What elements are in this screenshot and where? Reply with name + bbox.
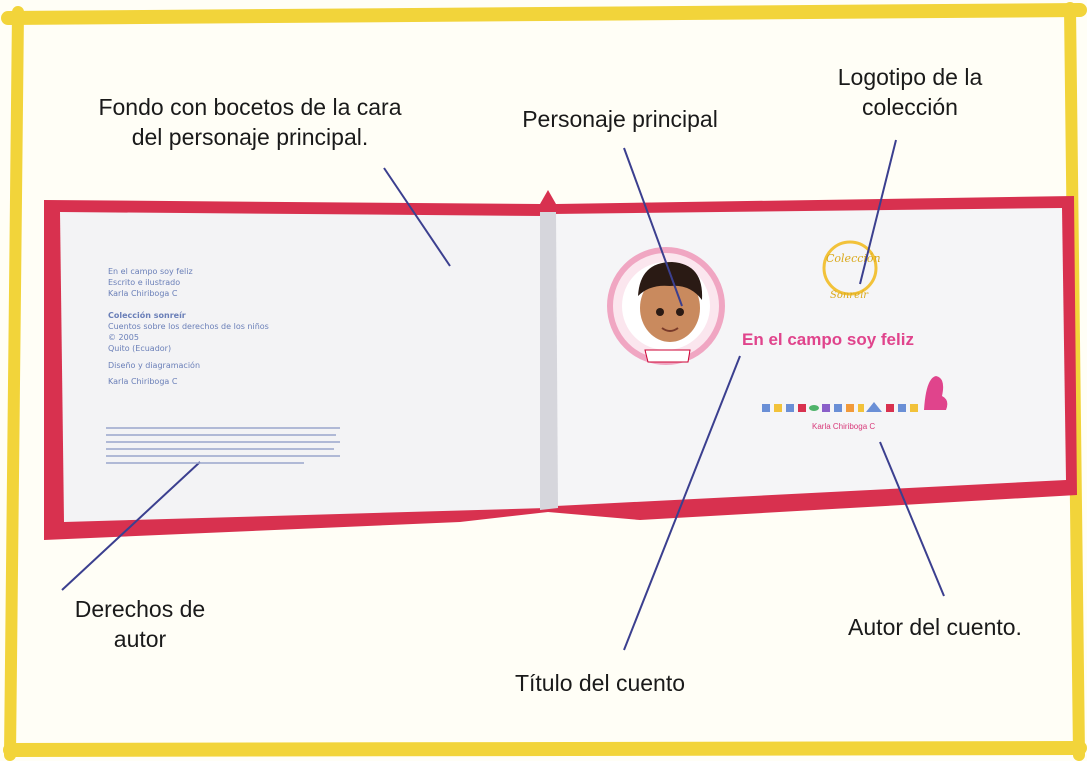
label-background-line-2: del personaje principal. bbox=[131, 124, 369, 150]
left-line-2: Escrito e ilustrado bbox=[108, 278, 181, 287]
left-line-7: © 2005 bbox=[108, 333, 139, 342]
label-logo-line-1: Logotipo de la bbox=[837, 64, 983, 90]
left-line-9: Diseño y diagramación bbox=[108, 361, 201, 370]
left-line-3: Karla Chiriboga C bbox=[108, 289, 178, 298]
label-copyright-line-2: autor bbox=[113, 626, 167, 652]
left-line-5: Colección sonreír bbox=[108, 311, 186, 320]
label-copyright: Derechos de autor bbox=[40, 594, 240, 654]
label-logo-line-2: colección bbox=[862, 94, 958, 120]
left-line-10: Karla Chiriboga C bbox=[108, 377, 178, 386]
label-copyright-line-1: Derechos de bbox=[74, 596, 206, 622]
label-author: Autor del cuento. bbox=[848, 614, 1022, 640]
label-main-character: Personaje principal bbox=[522, 106, 718, 132]
left-line-8: Quito (Ecuador) bbox=[108, 344, 172, 353]
left-line-1: En el campo soy feliz bbox=[108, 267, 193, 276]
logo-text-1: Colección bbox=[826, 252, 881, 265]
label-logo: Logotipo de la colección bbox=[800, 62, 1020, 122]
label-background: Fondo con bocetos de la cara del persona… bbox=[40, 92, 460, 152]
logo-text-2: Sonreír bbox=[830, 290, 869, 301]
left-line-6: Cuentos sobre los derechos de los niños bbox=[108, 322, 269, 331]
annotation-arrows bbox=[61, 139, 945, 651]
book-author: Karla Chiriboga C bbox=[812, 422, 876, 431]
label-story-title: Título del cuento bbox=[514, 670, 686, 696]
copyright-block bbox=[106, 427, 340, 464]
label-background-line-1: Fondo con bocetos de la cara bbox=[98, 94, 402, 120]
book-title: En el campo soy feliz bbox=[742, 330, 914, 349]
